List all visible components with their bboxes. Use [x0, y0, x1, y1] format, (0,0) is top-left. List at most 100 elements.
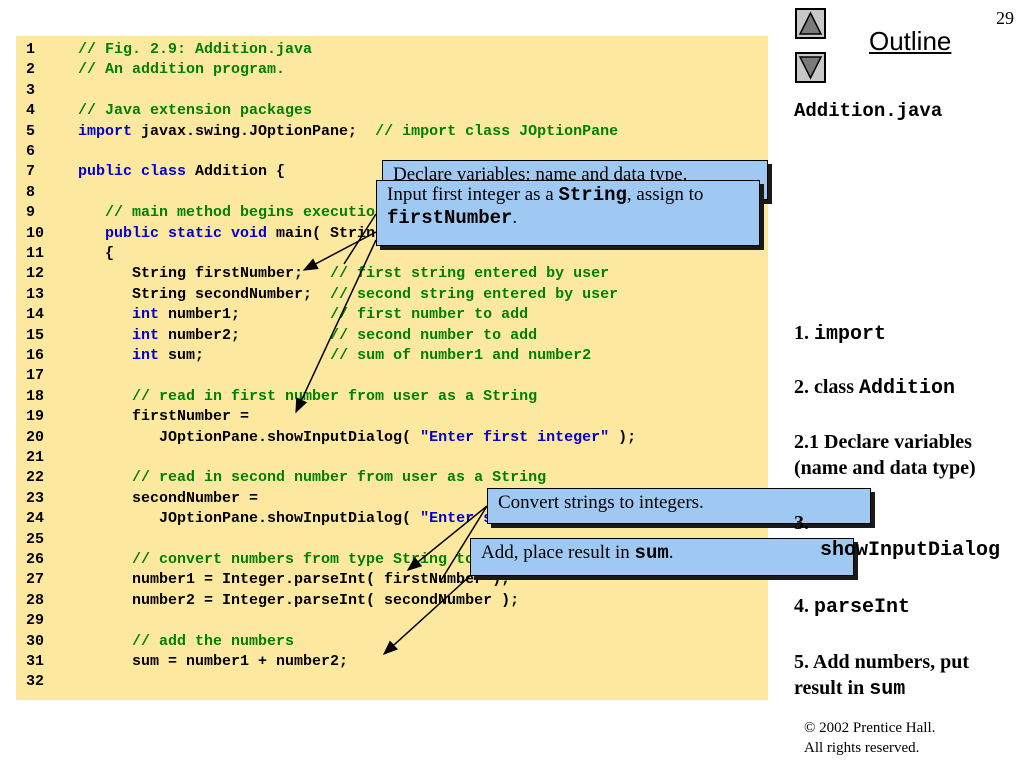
line-number: 11: [26, 245, 45, 262]
code-token: firstNumber =: [78, 408, 250, 426]
code-text: number1 = Integer.parseInt( firstNumber …: [78, 570, 510, 590]
file-title: Addition.java: [794, 100, 943, 122]
triangle-down-icon: [798, 56, 823, 80]
line-number: 22: [26, 469, 45, 487]
outline-item-import: 1. import: [794, 322, 887, 346]
callout-input-post: .: [512, 206, 518, 228]
code-token: "Enter first integer": [420, 428, 610, 446]
line-number: 15: [26, 326, 45, 344]
code-token: String secondNumber;: [78, 285, 331, 303]
code-token: number1;: [159, 306, 331, 324]
code-token: Addition {: [186, 163, 286, 181]
code-token: // Java extension packages: [78, 102, 313, 120]
line-number: 6: [26, 143, 36, 160]
code-text: secondNumber =: [78, 489, 258, 509]
outline-item-class: 2. class Addition: [794, 376, 956, 400]
line-number: 25: [26, 530, 45, 548]
outline-item-inputdialog: 3. showInputDialog: [794, 512, 1001, 562]
code-token: number2 = Integer.parseInt( secondNumber…: [78, 591, 520, 609]
callout-convert-strings: Convert strings to integers.: [487, 488, 871, 524]
callout-input-var: firstNumber: [387, 206, 513, 229]
code-token: // first number to add: [330, 306, 529, 324]
line-number: 1: [26, 41, 36, 58]
line-number: 14: [26, 306, 45, 324]
callout-input-pre: Input first integer as a: [387, 184, 559, 205]
code-token: public static void: [105, 224, 268, 242]
code-token: // sum of number1 and number2: [330, 347, 592, 364]
code-token: int: [132, 306, 160, 324]
callout-add-post: .: [668, 542, 674, 563]
code-token: sum = number1 + number2;: [78, 653, 349, 670]
code-token: import: [78, 122, 133, 140]
line-number: 20: [26, 428, 45, 446]
code-text: firstNumber =: [78, 407, 249, 427]
line-number: 9: [26, 204, 36, 222]
code-text: {: [78, 244, 114, 264]
callout-input-first-integer: Input first integer as a String, assign …: [376, 180, 760, 246]
code-token: // second number to add: [330, 326, 538, 344]
callout-convert-text: Convert strings to integers.: [498, 492, 704, 513]
line-number: 28: [26, 591, 45, 609]
code-token: String firstNumber;: [78, 265, 331, 283]
code-token: secondNumber =: [78, 489, 259, 507]
code-token: // An addition program.: [78, 61, 286, 79]
line-number: 8: [26, 183, 36, 201]
code-token: public class: [78, 163, 187, 181]
code-text: sum = number1 + number2;: [78, 652, 348, 672]
line-number: 4: [26, 102, 36, 120]
line-number: 27: [26, 571, 45, 589]
line-number: 18: [26, 387, 45, 405]
code-token: // import class JOptionPane: [375, 122, 619, 140]
code-token: number1 = Integer.parseInt( firstNumber …: [78, 571, 511, 589]
code-text: int number2; // second number to add: [78, 326, 537, 346]
code-text: // read in first number from user as a S…: [78, 387, 537, 407]
line-number: 5: [26, 122, 36, 140]
line-number: 31: [26, 653, 45, 670]
code-token: {: [78, 245, 115, 262]
line-number: 30: [26, 632, 45, 650]
code-token: javax.swing.JOptionPane;: [132, 122, 376, 140]
callout-declare-text: Declare variables: name and data type.: [393, 164, 688, 185]
next-slide-button[interactable]: [795, 52, 826, 83]
outline-item-declare: 2.1 Declare variables(name and data type…: [794, 431, 976, 479]
code-text: // Fig. 2.9: Addition.java: [78, 40, 312, 60]
line-number: 13: [26, 285, 45, 303]
code-token: [78, 327, 132, 344]
callout-input-type: String: [558, 184, 627, 206]
line-number: 21: [26, 449, 45, 466]
line-number: 29: [26, 612, 45, 630]
line-number: 23: [26, 489, 45, 507]
code-text: number2 = Integer.parseInt( secondNumber…: [78, 591, 519, 611]
line-number: 2: [26, 61, 36, 79]
code-listing: 1 // Fig. 2.9: Addition.java 2 // An additi…: [16, 36, 768, 700]
previous-slide-button[interactable]: [795, 8, 826, 39]
callout-input-mid: , assign to: [626, 184, 704, 205]
outline-link[interactable]: Outline: [869, 26, 952, 56]
line-number: 12: [26, 265, 45, 283]
code-text: JOptionPane.showInputDialog( "Enter firs…: [78, 428, 636, 448]
line-number: 7: [26, 163, 36, 181]
line-number: 10: [26, 224, 45, 242]
page-number: 29: [996, 8, 1014, 28]
code-token: [78, 347, 132, 364]
line-number: 32: [26, 673, 45, 691]
code-token: // read in second number from user as a …: [78, 469, 547, 487]
line-number: 16: [26, 347, 45, 364]
line-number: 26: [26, 551, 45, 568]
code-text: String secondNumber; // second string en…: [78, 285, 618, 305]
code-text: import javax.swing.JOptionPane; // impor…: [78, 122, 618, 142]
triangle-up-icon: [798, 11, 823, 35]
line-number: 17: [26, 367, 45, 385]
code-token: );: [609, 428, 637, 446]
code-token: // add the numbers: [78, 632, 295, 650]
code-text: public class Addition {: [78, 162, 285, 182]
line-number: 19: [26, 408, 45, 426]
code-token: JOptionPane.showInputDialog(: [78, 510, 421, 528]
code-token: // first string entered by user: [330, 265, 610, 283]
copyright-notice: © 2002 Prentice Hall. All rights reserve…: [804, 720, 936, 756]
code-text: // add the numbers: [78, 632, 294, 652]
callout-add-var: sum: [634, 542, 669, 564]
code-token: // second string entered by user: [330, 285, 619, 303]
code-token: int: [132, 326, 160, 344]
